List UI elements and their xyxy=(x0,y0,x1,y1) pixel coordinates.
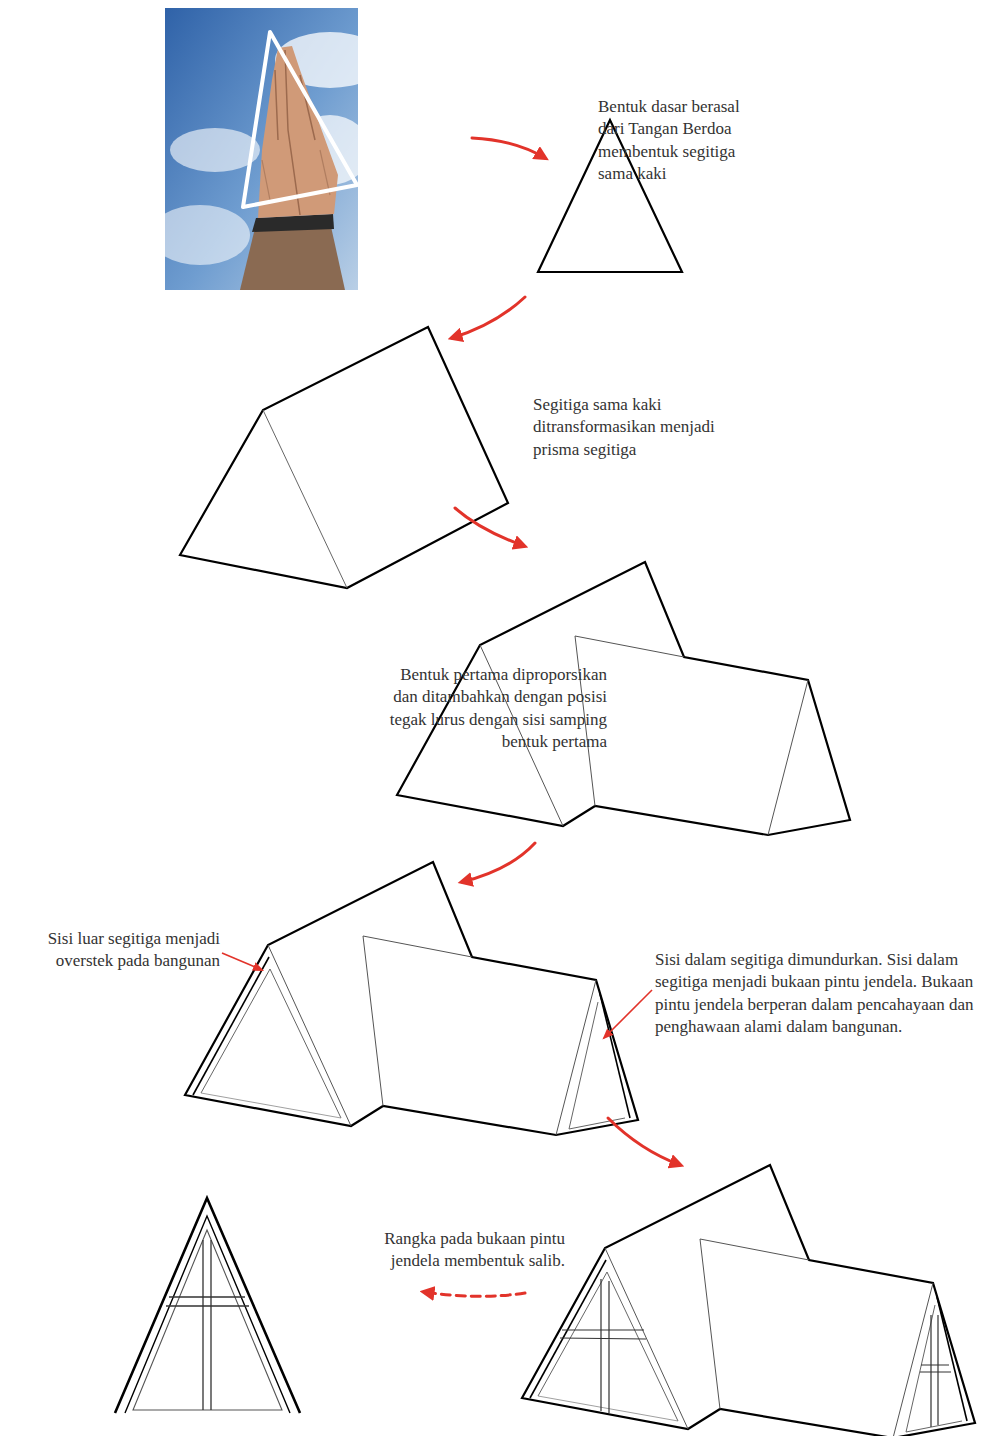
overhang-form xyxy=(185,862,638,1135)
final-form xyxy=(522,1165,975,1436)
dashed-arrow xyxy=(424,1292,525,1296)
process-arrow xyxy=(472,138,545,158)
praying-hands-photo xyxy=(165,8,358,290)
triangle-overlay xyxy=(243,32,357,207)
cross-window-detail xyxy=(115,1198,300,1413)
annotation-text: Segitiga sama kaki ditransformasikan men… xyxy=(533,394,748,461)
leader-arrow xyxy=(604,990,652,1038)
annotation-text: Rangka pada bukaan pintu jendela membent… xyxy=(383,1228,565,1273)
process-arrow xyxy=(462,843,535,882)
annotation-text: Bentuk pertama diproporsikan dan ditamba… xyxy=(383,664,607,754)
process-arrow xyxy=(452,297,525,338)
annotation-text: Bentuk dasar berasal dari Tangan Berdoa … xyxy=(598,96,758,186)
annotation-text: Sisi luar segitiga menjadi overstek pada… xyxy=(8,928,220,973)
leader-arrow xyxy=(222,953,262,970)
process-arrow xyxy=(608,1118,680,1165)
annotation-text: Sisi dalam segitiga dimundurkan. Sisi da… xyxy=(655,949,1001,1039)
triangular-prism xyxy=(180,327,508,588)
process-arrow xyxy=(455,508,524,546)
